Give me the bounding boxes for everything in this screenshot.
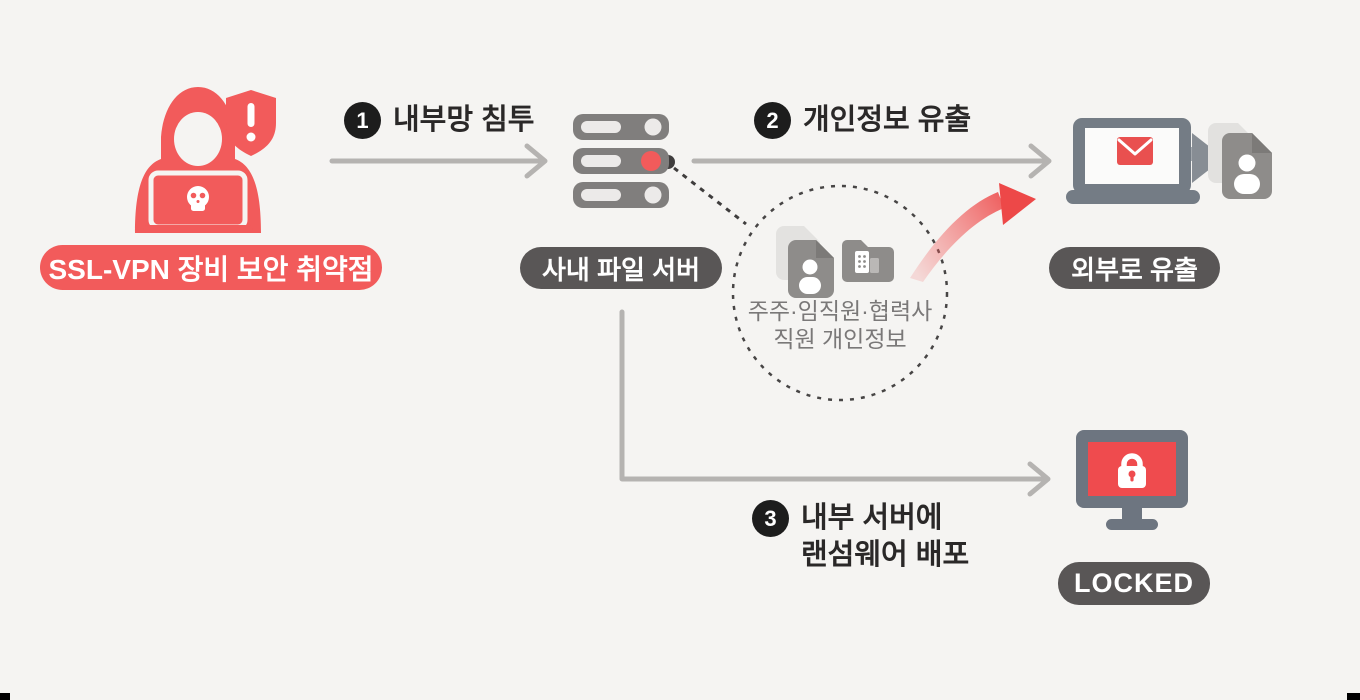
exfiltrated-document-icon <box>1208 123 1272 199</box>
arrow-step1 <box>329 143 548 179</box>
artifact-mark-bottom-right <box>1347 693 1360 700</box>
file-server-label-text: 사내 파일 서버 <box>542 254 700 285</box>
vulnerability-label-text: SSL-VPN 장비 보안 취약점 <box>48 253 374 285</box>
personal-data-document-icon <box>776 226 834 298</box>
personal-data-caption-line1: 주주·임직원·협력사 <box>747 298 933 324</box>
artifact-mark-bottom-left <box>0 693 10 700</box>
step1-text: 내부망 침투 <box>393 104 535 136</box>
arrow-step2 <box>691 143 1052 179</box>
personal-data-folder-icon <box>842 240 894 282</box>
locked-monitor-icon <box>1076 430 1188 530</box>
step2-label: 2 개인정보 유출 <box>754 102 971 139</box>
arrow-step3 <box>619 309 1051 497</box>
laptop-icon <box>1066 118 1200 204</box>
exfiltration-label: 외부로 유출 <box>1049 247 1220 289</box>
lock-icon <box>1118 453 1146 488</box>
step3-label: 3 내부 서버에 랜섬웨어 배포 <box>752 500 969 574</box>
locked-status-label: LOCKED <box>1058 562 1210 605</box>
exfiltration-label-text: 외부로 유출 <box>1071 254 1198 285</box>
file-server-icon <box>573 114 669 208</box>
email-icon <box>1117 137 1153 165</box>
personal-data-caption: 주주·임직원·협력사 직원 개인정보 <box>733 297 947 353</box>
exfiltration-swoosh-arrow <box>910 183 1036 282</box>
personal-data-caption-line2: 직원 개인정보 <box>773 326 907 352</box>
personal-data-circle <box>731 184 949 402</box>
warning-shield-icon <box>226 90 276 156</box>
skull-icon <box>187 186 209 211</box>
server-alert-dot <box>641 151 661 171</box>
step1-label: 1 내부망 침투 <box>344 102 534 139</box>
server-callout-line <box>673 166 747 226</box>
step2-text: 개인정보 유출 <box>803 104 972 136</box>
step3-text: 내부 서버에 랜섬웨어 배포 <box>801 500 969 574</box>
step3-text-line1: 내부 서버에 <box>801 502 943 534</box>
step3-text-line2: 랜섬웨어 배포 <box>801 539 970 571</box>
vulnerability-label: SSL-VPN 장비 보안 취약점 <box>40 245 382 290</box>
file-server-label: 사내 파일 서버 <box>520 247 722 289</box>
step2-badge: 2 <box>754 102 791 139</box>
step3-badge: 3 <box>752 500 789 537</box>
locked-status-text: LOCKED <box>1074 568 1194 598</box>
step1-badge: 1 <box>344 102 381 139</box>
